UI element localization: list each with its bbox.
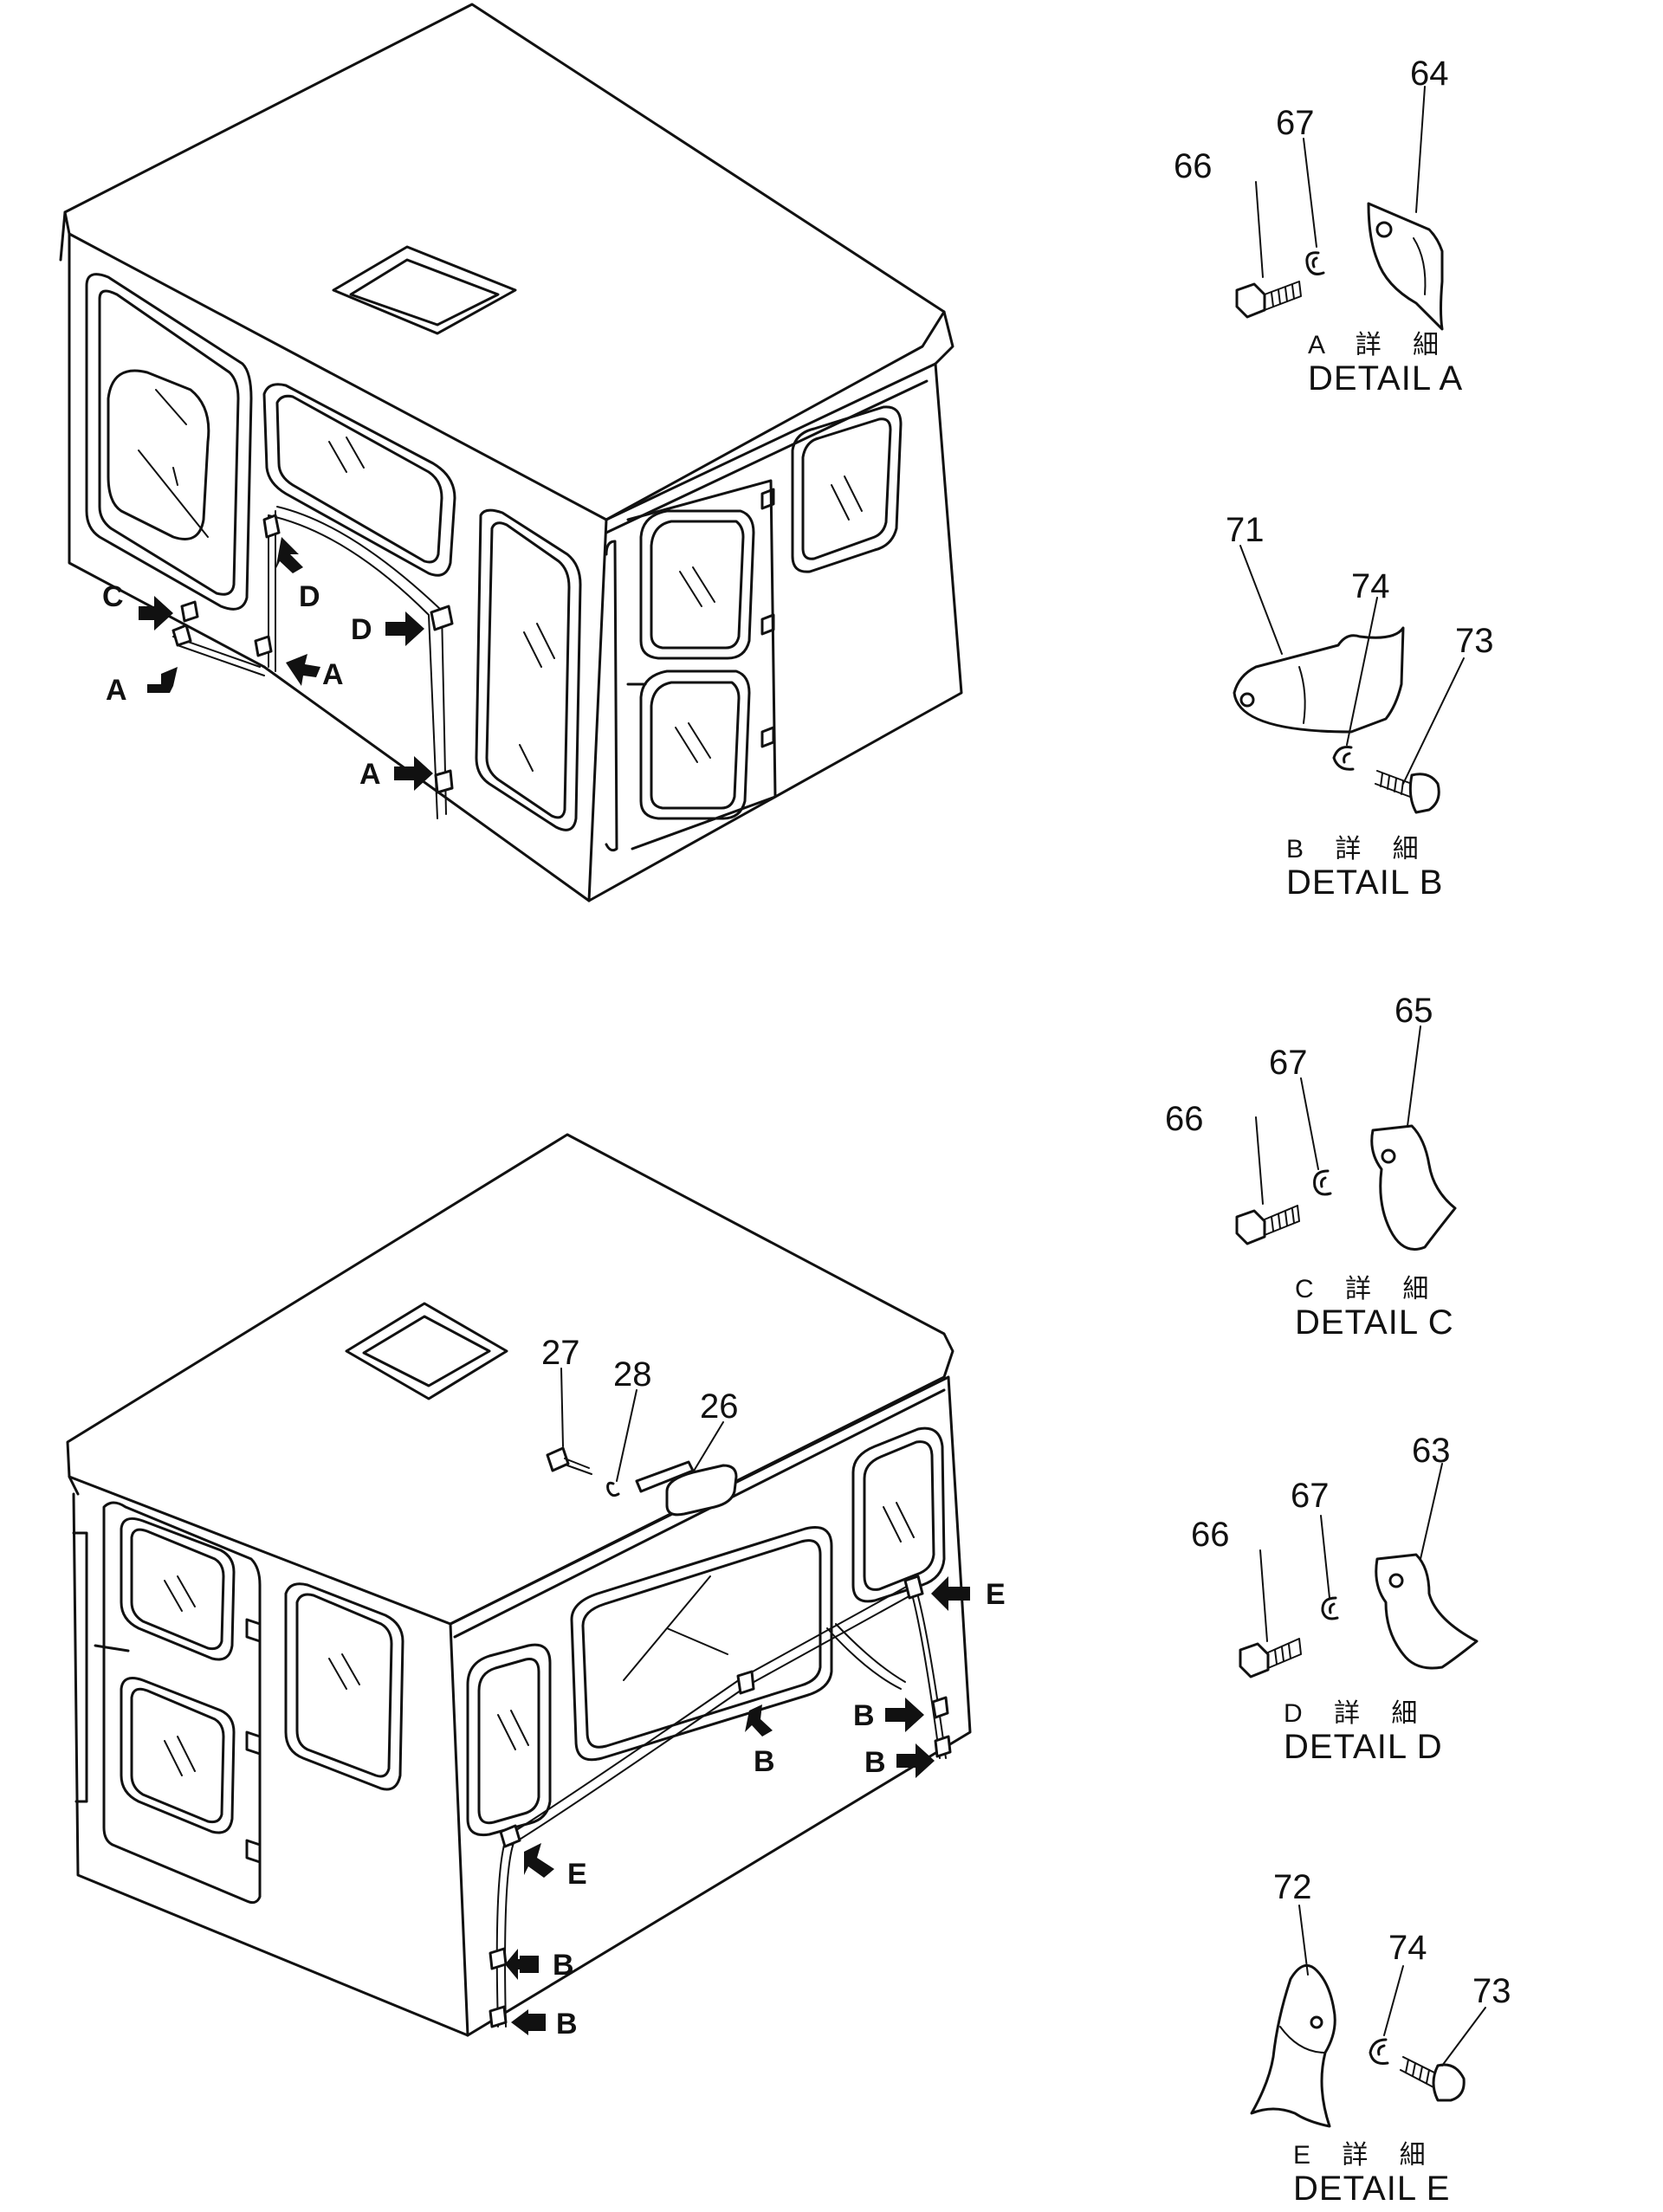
callout-28: 28 [613,1355,652,1394]
washer-74 [1332,746,1355,771]
top-arrows: C A A D D A [102,537,433,791]
arrow-a-top-2: A [286,654,344,691]
bracket-65 [1370,1124,1457,1251]
callout-27: 27 [541,1334,580,1372]
arrow-b-bottom-5: B [511,2008,578,2041]
svg-text:C: C [102,580,124,613]
svg-text:D: D [351,613,372,646]
bolt-66-d [1239,1638,1302,1678]
svg-text:B: B [864,1746,886,1779]
detail-c-jp: C 詳 細 [1295,1275,1440,1303]
washer-74-e [1369,2038,1389,2065]
detail-e-label: DETAIL E [1293,2170,1450,2208]
washer-67 [1305,251,1325,275]
detail-e-jp: E 詳 細 [1293,2141,1438,2170]
bolt-66-c [1235,1205,1300,1245]
callout-72: 72 [1273,1868,1312,1906]
detail-a-jp: A 詳 細 [1308,331,1451,359]
bracket-64 [1367,202,1444,331]
arrow-e-bottom-1: E [931,1576,1006,1611]
bracket-63 [1375,1553,1479,1670]
bracket-71 [1233,626,1405,734]
arrow-e-bottom-2: E [524,1843,587,1891]
detail-c: 65 67 66 C 詳 細 DETAIL C [1165,992,1457,1342]
cab-front-view [59,3,963,902]
bottom-arrows: E B B B E B B [505,1576,1006,2041]
callout-64: 64 [1410,55,1449,93]
washer-67-d [1321,1596,1339,1620]
washer-67-c [1313,1169,1332,1196]
detail-a: 64 67 66 A 詳 細 DETAIL A [1174,55,1463,398]
arrow-b-bottom-3: B [864,1743,935,1779]
detail-b-label: DETAIL B [1286,863,1443,902]
arrow-c-top: C [102,580,173,631]
callout-73-b: 73 [1455,622,1494,660]
bolt-73 [1375,770,1440,814]
cab-rear-view [66,1133,972,2037]
arrow-a-top-3: A [359,756,433,791]
callout-67-d: 67 [1291,1477,1330,1515]
arrow-b-bottom-1: B [745,1704,775,1778]
callout-67: 67 [1276,104,1315,142]
svg-text:B: B [556,2008,578,2041]
svg-text:B: B [754,1745,775,1778]
callout-65: 65 [1394,992,1433,1030]
svg-text:A: A [106,674,127,707]
detail-d-jp: D 詳 細 [1284,1699,1429,1728]
callout-66-d: 66 [1191,1516,1230,1554]
callout-63: 63 [1412,1432,1451,1470]
callout-73-e: 73 [1472,1972,1511,2010]
callout-26: 26 [700,1387,739,1426]
detail-b: 71 74 73 B 詳 細 DETAIL B [1226,511,1494,902]
callout-66-c: 66 [1165,1100,1204,1138]
bracket-72 [1250,1963,1336,2128]
callout-66: 66 [1174,147,1213,185]
svg-text:D: D [299,580,320,613]
callout-71: 71 [1226,511,1265,549]
detail-d-label: DETAIL D [1284,1728,1443,1766]
detail-e: 72 74 73 E 詳 細 DETAIL E [1250,1868,1511,2208]
arrow-d-top-2: D [351,611,424,646]
arrow-b-bottom-2: B [853,1698,924,1732]
callout-74-b: 74 [1351,567,1390,605]
svg-text:A: A [322,658,344,691]
callout-67-c: 67 [1269,1044,1308,1082]
arrow-d-top-1: D [275,537,320,613]
callout-74-e: 74 [1388,1929,1427,1967]
arrow-a-top-1: A [106,667,178,707]
detail-d: 63 67 66 D 詳 細 DETAIL D [1191,1432,1479,1766]
svg-text:E: E [986,1578,1006,1611]
detail-a-label: DETAIL A [1308,359,1463,398]
detail-b-jp: B 詳 細 [1286,835,1431,863]
arrow-b-bottom-4: B [505,1949,574,1982]
svg-text:E: E [567,1858,587,1891]
bolt-66 [1235,281,1302,319]
detail-c-label: DETAIL C [1295,1303,1454,1342]
svg-text:B: B [553,1949,574,1982]
bolt-73-e [1400,2056,1466,2102]
svg-text:A: A [359,758,381,791]
bottom-cab-callouts: 27 28 26 [541,1334,739,1482]
svg-text:B: B [853,1699,875,1732]
